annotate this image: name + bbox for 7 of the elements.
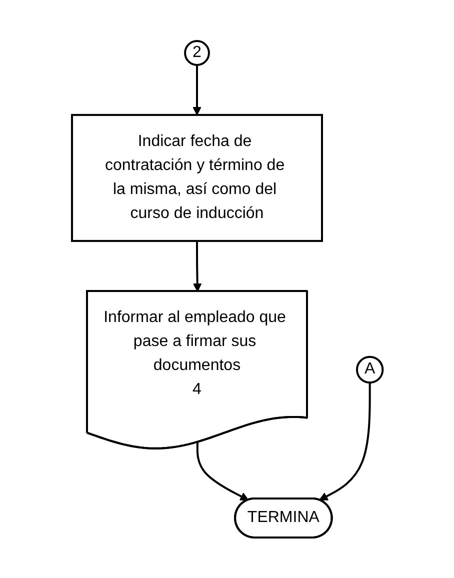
node-circle: A bbox=[356, 356, 384, 384]
arrow bbox=[192, 240, 202, 292]
node-circle: 2 bbox=[184, 40, 210, 66]
arrow bbox=[192, 64, 202, 116]
arrow bbox=[318, 382, 370, 500]
arrow bbox=[196, 442, 248, 500]
node-box: Indicar fecha de contratación y término de la misma, así como del curso de inducción bbox=[70, 114, 323, 242]
